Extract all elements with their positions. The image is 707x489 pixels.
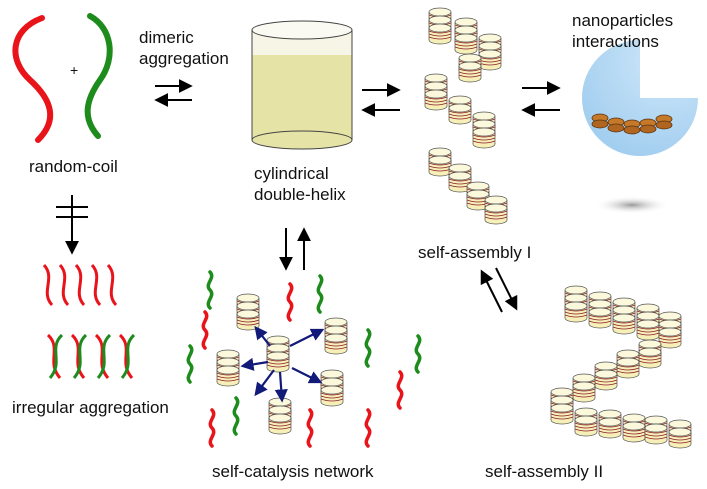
assembly-2-equilibrium-arrows <box>480 267 518 313</box>
label-cylindrical-line1: cylindrical <box>254 164 329 183</box>
nanoparticle-equilibrium-arrows <box>521 81 561 117</box>
label-irregular-aggregation: irregular aggregation <box>12 398 169 417</box>
label-self-catalysis-network: self-catalysis network <box>212 462 374 481</box>
label-random-coil: random-coil <box>29 157 118 176</box>
plus-sign: + <box>70 62 79 78</box>
assembly-equilibrium-arrows <box>361 83 401 117</box>
nanoparticle-sphere-icon <box>582 40 698 214</box>
label-dimeric-line2: aggregation <box>139 49 229 68</box>
cylindrical-double-helix-icon <box>251 20 353 150</box>
random-coil-strands <box>12 13 113 143</box>
label-cylindrical-line2: double-helix <box>254 185 346 204</box>
label-nanoparticles-line1: nanoparticles <box>572 11 674 30</box>
network-equilibrium-arrows <box>279 227 311 271</box>
irregular-aggregation-strands <box>42 263 136 379</box>
self-assembly-2-stacks <box>550 285 692 449</box>
label-cylindrical-double-helix: cylindrical double-helix <box>254 163 346 205</box>
label-nanoparticles-line2: interactions <box>572 32 659 51</box>
label-dimeric-aggregation: dimeric aggregation <box>139 27 229 69</box>
dimeric-equilibrium-arrows <box>154 79 193 107</box>
label-dimeric-line1: dimeric <box>139 28 194 47</box>
blocked-arrow <box>56 195 88 255</box>
label-nanoparticles-interactions: nanoparticles interactions <box>572 10 673 52</box>
self-assembly-1-stacks <box>424 7 508 225</box>
label-self-assembly-2: self-assembly II <box>485 462 604 481</box>
self-catalysis-network <box>186 270 422 448</box>
label-self-assembly-1: self-assembly I <box>418 243 532 262</box>
